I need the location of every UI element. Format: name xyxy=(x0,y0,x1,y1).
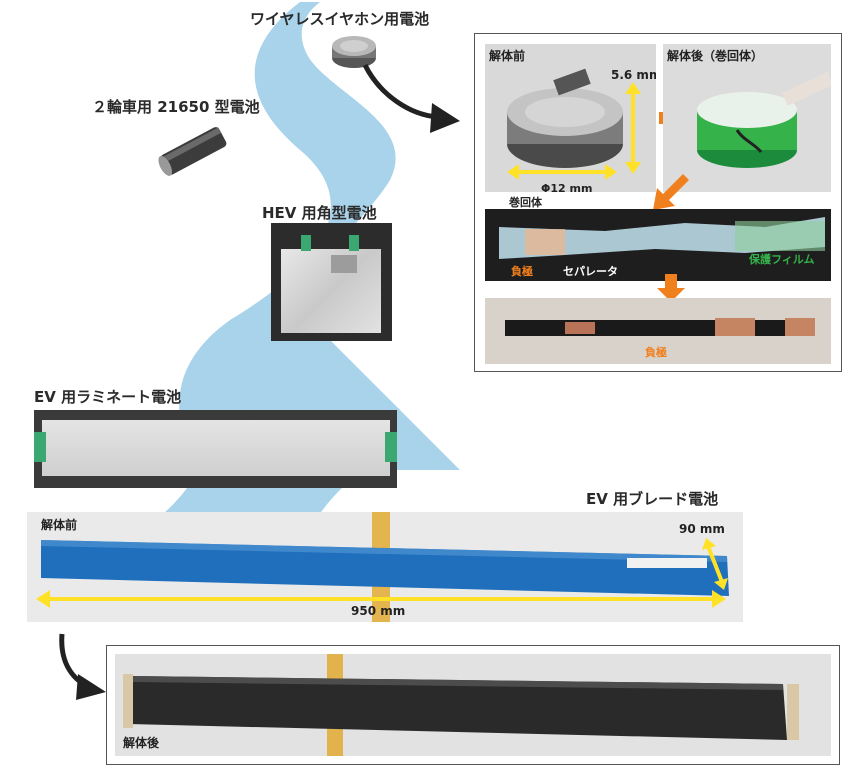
orange-arrow-down-2-icon xyxy=(657,274,685,302)
blade-after-label: 解体後 xyxy=(123,736,160,750)
blade-after-photo: 解体後 xyxy=(115,654,831,756)
blade-after-panel: 解体後 xyxy=(106,645,840,765)
wound-roll-image xyxy=(697,71,831,168)
unrolled-strip-photo: 負極 セパレータ 保護フィルム xyxy=(485,209,831,281)
coin-cell-image xyxy=(332,36,376,68)
blade-width-label: 90 mm xyxy=(679,522,725,536)
coin-cell-closeup-image xyxy=(507,68,623,168)
electrode-strip-image xyxy=(505,318,815,336)
height-dimension-label: 5.6 mm xyxy=(611,68,656,82)
blade-length-label: 950 mm xyxy=(351,604,406,618)
negative-electrode-label: 負極 xyxy=(511,265,533,278)
width-arrow-icon xyxy=(702,538,728,590)
hev-battery-label: HEV 用角型電池 xyxy=(262,204,377,222)
negative-electrode-photo: 負極 xyxy=(485,298,831,364)
negative-electrode-2-label: 負極 xyxy=(645,346,667,359)
protective-film-label: 保護フィルム xyxy=(749,253,815,266)
blade-before-photo: 解体前 90 mm 950 mm xyxy=(27,512,743,622)
after-label: 解体後（巻回体） xyxy=(667,49,764,63)
coin-cell-disassembly-panel: 解体前 5.6 mm Φ12 mm 解体後（巻回体） 巻回体 xyxy=(474,33,842,372)
before-label: 解体前 xyxy=(489,49,526,63)
curved-arrow-icon xyxy=(362,63,460,133)
blade-electrode-image xyxy=(123,654,799,756)
laminate-battery-label: EV 用ラミネート電池 xyxy=(34,388,182,406)
hev-prismatic-cell-image xyxy=(271,223,392,341)
bike-battery-label: ２輪車用 21650 型電池 xyxy=(92,98,260,116)
coin-cell-before-photo: 解体前 5.6 mm Φ12 mm xyxy=(485,44,656,192)
down-arrow-icon xyxy=(59,633,106,700)
length-arrow-icon xyxy=(36,590,726,608)
laminate-cell-image xyxy=(34,410,397,488)
height-arrow-icon xyxy=(625,82,641,174)
cylindrical-cell-image xyxy=(158,127,227,176)
diameter-dimension-label: Φ12 mm xyxy=(541,182,593,192)
blade-before-label: 解体前 xyxy=(41,518,78,532)
coin-cell-after-photo: 解体後（巻回体） xyxy=(663,44,831,192)
wound-label: 巻回体 xyxy=(509,196,542,209)
diameter-arrow-icon xyxy=(507,164,617,180)
orange-arrow-down-icon xyxy=(653,174,689,210)
earbud-battery-label: ワイヤレスイヤホン用電池 xyxy=(250,10,430,28)
blade-battery-label: EV 用ブレード電池 xyxy=(586,490,719,508)
blade-cell-image xyxy=(41,512,729,622)
separator-label: セパレータ xyxy=(563,265,618,278)
separator-film-image xyxy=(499,217,825,259)
